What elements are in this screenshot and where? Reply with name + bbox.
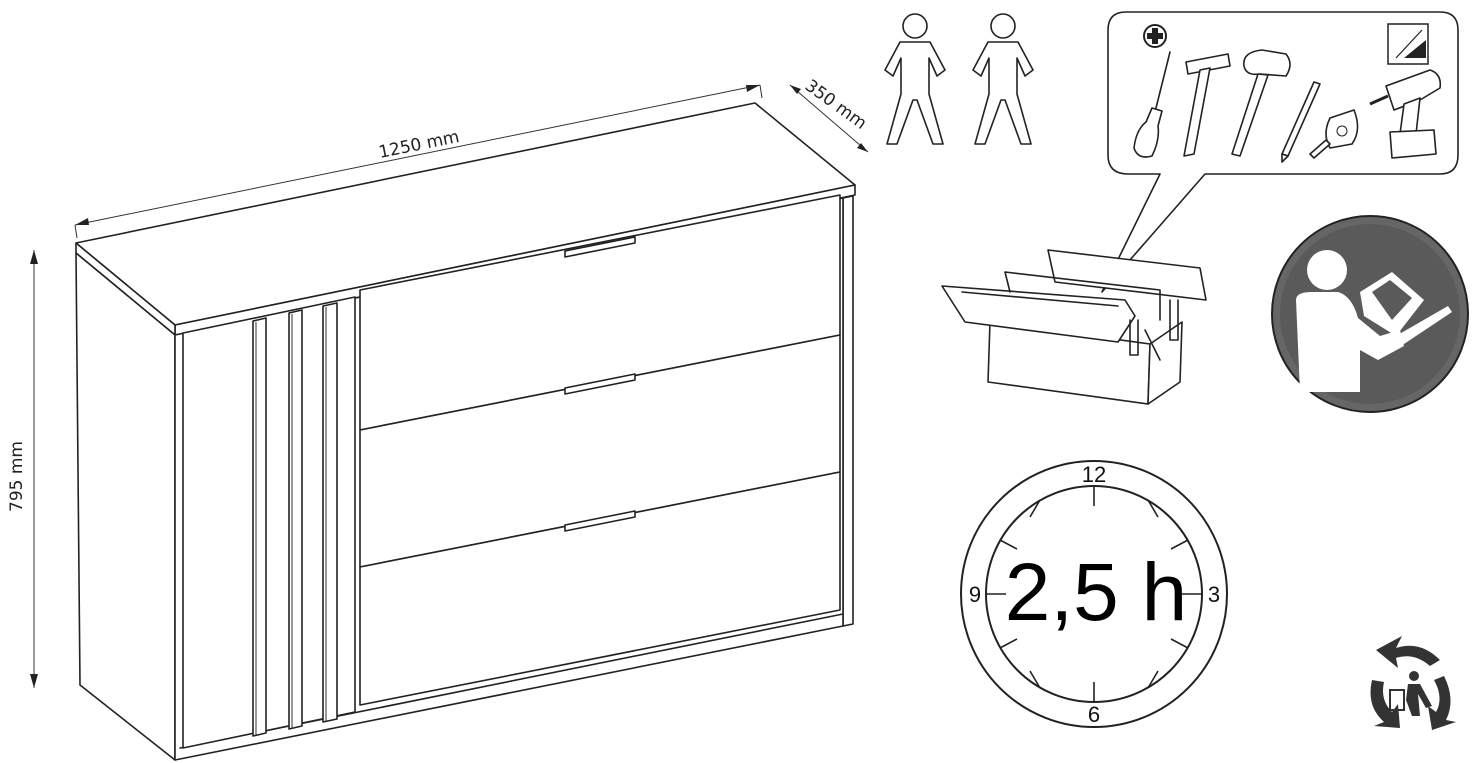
height-label: 795 mm xyxy=(7,441,27,512)
clock-number-9: 9 xyxy=(969,582,981,607)
cordless-drill-icon xyxy=(1369,69,1442,159)
drawer-3 xyxy=(359,471,841,706)
assembly-time-label: 2,5 h xyxy=(1005,547,1187,638)
sideboard-drawing: 1250 mm 350 mm 795 mm xyxy=(7,76,870,761)
clock-number-6: 6 xyxy=(1088,702,1100,727)
width-label: 1250 mm xyxy=(377,127,461,163)
required-tools-bubble xyxy=(1101,11,1459,293)
tape-measure-icon xyxy=(1309,109,1359,159)
depth-label: 350 mm xyxy=(801,76,870,134)
drill-marker-icon xyxy=(1387,23,1429,65)
person-icon xyxy=(972,13,1034,145)
cabinet-door xyxy=(182,296,356,749)
rubber-mallet-icon xyxy=(1231,49,1291,157)
two-persons-icon xyxy=(884,13,1034,145)
clock-number-3: 3 xyxy=(1208,582,1220,607)
toolbox-icon xyxy=(941,249,1207,405)
phillips-head-icon xyxy=(1143,24,1167,48)
screwdriver-icon xyxy=(1133,51,1171,158)
clock-number-12: 12 xyxy=(1082,462,1106,487)
clock-ticks xyxy=(986,486,1202,702)
recycle-icon xyxy=(1370,636,1456,730)
pencil-icon xyxy=(1281,81,1321,163)
door-vertical-rails xyxy=(252,302,338,737)
height-dimension: 795 mm xyxy=(7,250,38,688)
cabinet-left-side xyxy=(75,252,176,761)
hammer-icon xyxy=(1183,53,1231,157)
person-icon xyxy=(884,13,946,145)
read-manual-icon xyxy=(1271,215,1469,413)
assembly-time-clock: 12 3 6 9 2,5 h xyxy=(960,460,1228,728)
